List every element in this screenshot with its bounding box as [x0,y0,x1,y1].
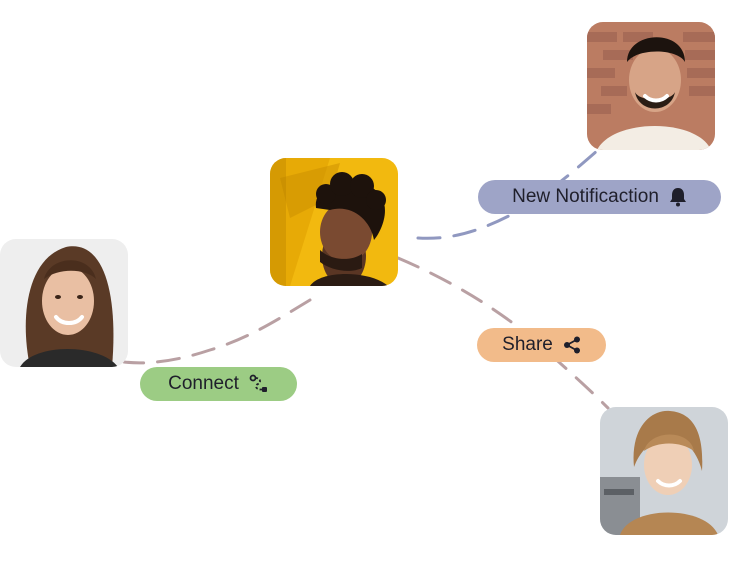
share-icon [563,336,581,354]
avatar-top-right[interactable] [587,22,715,150]
notification-label: New Notificaction [512,186,659,207]
avatar-center[interactable] [270,158,398,286]
bell-icon [669,187,687,207]
avatar-left[interactable] [0,239,128,367]
connector-center-to-left [122,298,312,365]
connect-button[interactable]: Connect [140,367,297,401]
share-label: Share [502,334,553,355]
notification-button[interactable]: New Notificaction [478,180,721,214]
connect-label: Connect [168,373,239,394]
route-icon [249,374,269,394]
share-button[interactable]: Share [477,328,606,362]
avatar-bottom-right[interactable] [600,407,728,535]
